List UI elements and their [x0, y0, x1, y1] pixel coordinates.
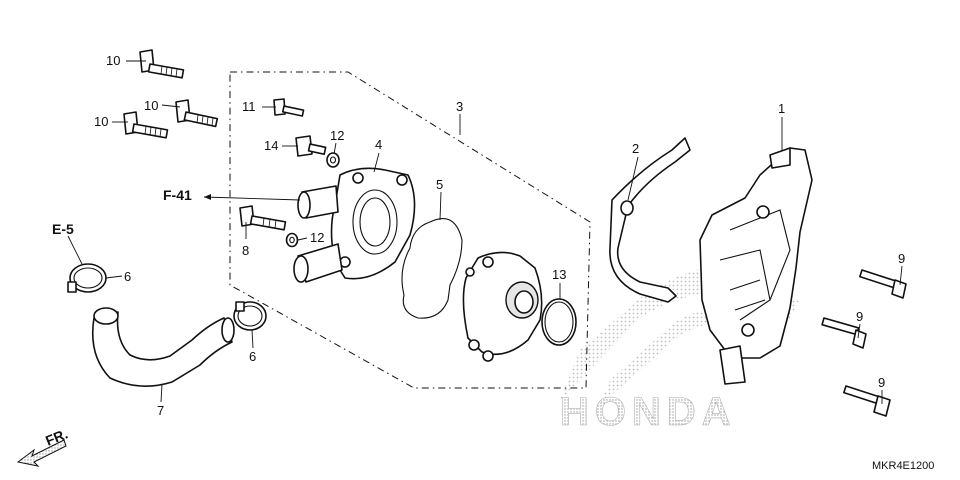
- bracket-2: [609, 137, 691, 303]
- assembly-boundary: [229, 71, 591, 389]
- callout-13: 13: [552, 267, 566, 282]
- bolt-9-a: [859, 269, 907, 299]
- diagram-code: MKR4E1200: [872, 460, 934, 472]
- water-pump-cover: [293, 167, 416, 283]
- bolt-8: [239, 205, 287, 231]
- clamp-6-a: [67, 263, 107, 293]
- callout-2: 2: [632, 141, 639, 156]
- callout-4: 4: [375, 137, 382, 152]
- f41-arrow-icon: [203, 196, 301, 201]
- callout-3: 3: [456, 99, 463, 114]
- bolt-14: [295, 135, 327, 157]
- callout-6-b: 6: [249, 349, 256, 364]
- callout-5: 5: [436, 177, 443, 192]
- bolt-10-c: [123, 111, 169, 139]
- front-arrow-icon: [16, 439, 67, 467]
- bolt-9-c: [843, 385, 891, 417]
- bolt-9-b: [821, 317, 867, 349]
- leader-lines: [67, 60, 903, 404]
- callout-11: 11: [242, 99, 256, 114]
- callout-8: 8: [242, 243, 249, 258]
- washer-12-b: [285, 232, 299, 248]
- callout-12-b: 12: [310, 230, 324, 245]
- callout-12-a: 12: [330, 128, 344, 143]
- callout-7: 7: [157, 403, 164, 418]
- washer-12-a: [326, 152, 340, 168]
- callout-9-a: 9: [898, 251, 905, 266]
- callout-6-a: 6: [124, 269, 131, 284]
- gasket-5: [401, 218, 463, 319]
- callout-14: 14: [264, 138, 278, 153]
- callout-10-a: 10: [106, 53, 120, 68]
- callout-10-b: 10: [144, 98, 158, 113]
- callout-1: 1: [778, 101, 785, 116]
- ref-f41: F-41: [163, 187, 192, 203]
- clamp-6-b: [233, 301, 267, 331]
- water-pump: [462, 251, 543, 362]
- water-hose-7: [91, 307, 235, 387]
- bolt-11: [273, 98, 305, 117]
- callout-9-c: 9: [878, 375, 885, 390]
- ref-fr: FR.: [43, 425, 70, 448]
- honda-watermark-text: HONDA: [560, 390, 737, 434]
- bolt-10-b: [175, 99, 219, 128]
- ref-e5: E-5: [52, 221, 74, 237]
- bolt-10-a: [139, 49, 185, 79]
- o-ring-13: [541, 298, 577, 346]
- callout-10-c: 10: [94, 114, 108, 129]
- pump-cover-1: [699, 147, 813, 385]
- callout-9-b: 9: [856, 309, 863, 324]
